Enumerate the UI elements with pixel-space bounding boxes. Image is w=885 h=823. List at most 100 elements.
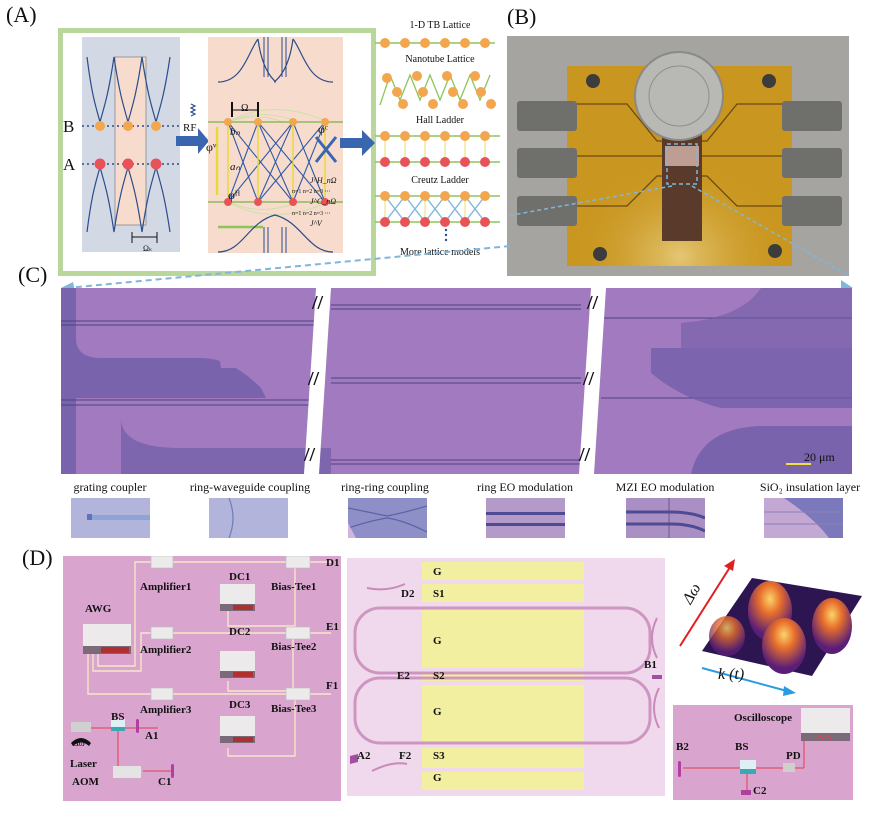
- c2-label: C2: [753, 785, 767, 797]
- electrode-g4: G: [433, 772, 442, 784]
- bs-cube-top: [111, 719, 125, 727]
- to-models-arrow-icon: [340, 130, 375, 156]
- break-mark-1b: //: [308, 368, 320, 390]
- c1-label: C1: [158, 776, 172, 788]
- port-f2: F2: [399, 750, 412, 762]
- electrode-s1: S1: [433, 588, 445, 600]
- amplifier1-label: Amplifier1: [140, 581, 192, 593]
- lattice-svg: [208, 37, 343, 253]
- oscilloscope-label: Oscilloscope: [734, 712, 793, 724]
- legend-jc: J^C_nΩ: [310, 197, 337, 206]
- b2-detector: [678, 761, 681, 777]
- legend-jc-sub: n=1 n=2 n=3 ⋯: [292, 211, 331, 217]
- b1-port-icon: [652, 675, 662, 679]
- rings: [353, 606, 652, 745]
- awg-label: AWG: [85, 603, 112, 615]
- laser-dial-icon: [71, 738, 91, 746]
- model-1d-tb: 1-D TB Lattice: [409, 20, 471, 31]
- model-1d-tb-graphic: [375, 38, 495, 48]
- bs-cube: [740, 769, 756, 774]
- model-hall-ladder: Hall Ladder: [415, 115, 465, 126]
- phi-c-label: φᶜ: [318, 122, 328, 136]
- break-gap-2: [579, 288, 606, 474]
- panel-b-label: (B): [507, 4, 537, 29]
- row-a-label: A: [63, 155, 76, 174]
- band-wells-svg: [82, 56, 180, 243]
- zoom-lines: [61, 245, 853, 292]
- inset-grating-coupler: [71, 498, 150, 538]
- inset-mzi-eo: [626, 498, 705, 538]
- synthetic-lattice-box: [208, 37, 343, 253]
- bn-label: bₙ: [230, 126, 240, 138]
- peak-edge: [709, 616, 745, 656]
- a1-label: A1: [145, 730, 159, 742]
- a2-port-icon: [350, 754, 358, 764]
- dc2-label: DC2: [229, 626, 251, 638]
- amplifier3-label: Amplifier3: [140, 704, 192, 716]
- c2-detector: [741, 790, 751, 795]
- delta-omega-label: Δω: [73, 738, 85, 748]
- an-label: aₙ: [230, 161, 240, 173]
- model-creutz-ladder-graphic: [375, 191, 500, 227]
- omega-label: Ω: [241, 103, 249, 114]
- inset-sio2-layer: [764, 498, 843, 538]
- panel-c-label: (C): [18, 262, 48, 287]
- break-mark-1a: //: [312, 292, 324, 314]
- detection-bs-label: BS: [735, 741, 749, 753]
- rf-setup-svg: [71, 556, 331, 778]
- device-photo: [507, 36, 849, 276]
- k-axis: [701, 667, 788, 692]
- output-e1-label: E1: [326, 621, 339, 633]
- oscilloscope-device: [801, 708, 850, 733]
- inset-caption-5: MZI EO modulation: [615, 480, 715, 494]
- bias-tee3-label: Bias-Tee3: [271, 703, 317, 715]
- panel-d-label: (D): [22, 545, 53, 570]
- phi-h-label: φᴴ: [228, 188, 241, 202]
- a-sites: [82, 158, 180, 170]
- dc-devices: [220, 584, 255, 743]
- band-surface-plot: [672, 556, 872, 696]
- a1-detector: [136, 719, 139, 733]
- pd-device: [783, 763, 795, 772]
- b2-label: B2: [676, 741, 689, 753]
- dc1-label: DC1: [229, 571, 251, 583]
- inset-ring-eo: [486, 498, 565, 538]
- model-hall-ladder-graphic: [375, 131, 500, 167]
- break-mark-2a: //: [587, 292, 599, 314]
- band-diagram-left: [82, 37, 180, 252]
- amplifier2-label: Amplifier2: [140, 644, 192, 656]
- phi-v-label: φᵛ: [206, 140, 217, 154]
- awg-device: [83, 624, 131, 654]
- port-b1: B1: [644, 659, 657, 671]
- break-mark-1c: //: [304, 444, 316, 466]
- port-d2: D2: [401, 588, 415, 600]
- port-e2: E2: [397, 670, 410, 682]
- model-nanotube: Nanotube Lattice: [405, 54, 475, 65]
- pcb-svg: [507, 36, 849, 276]
- electrode-g3: G: [433, 706, 442, 718]
- break-mark-2c: //: [579, 444, 591, 466]
- model-creutz-ladder: Creutz Ladder: [411, 175, 469, 186]
- break-mark-2b: //: [583, 368, 595, 390]
- inset-ring-waveguide: [209, 498, 288, 538]
- chip-layout: [347, 558, 665, 796]
- break-gap-1: [304, 288, 331, 474]
- b-sites: [82, 121, 180, 131]
- panel-a-label: (A): [6, 2, 37, 27]
- inset-caption-4: ring EO modulation: [477, 480, 573, 494]
- micrograph-svg: [61, 288, 852, 474]
- inset-caption-3: ring-ring coupling: [341, 480, 429, 494]
- electrode-g1: G: [433, 566, 442, 578]
- laser-device: [71, 722, 91, 732]
- electrodes: [422, 562, 584, 790]
- peak-3: [762, 618, 806, 674]
- bs-label: BS: [111, 711, 125, 723]
- c1-detector: [171, 764, 174, 778]
- inset-caption-2: ring-waveguide coupling: [189, 480, 311, 494]
- output-d1-label: D1: [326, 557, 340, 569]
- k-axis-label: k (t): [718, 666, 745, 683]
- electrode-s3: S3: [433, 750, 445, 762]
- rf-arrow-icon: [176, 103, 209, 154]
- inset-ring-ring: [348, 498, 427, 538]
- legend-jh-sub: n=1 n=2 n=3 ⋯: [292, 189, 331, 195]
